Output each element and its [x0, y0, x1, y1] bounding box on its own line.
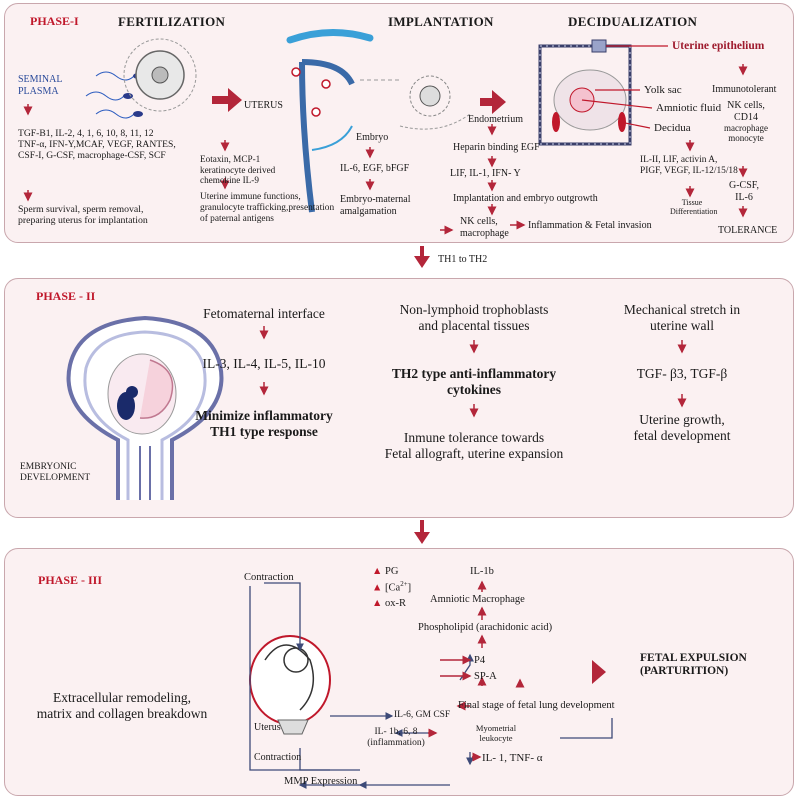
amniotic-fluid-label: Amniotic fluid: [656, 102, 722, 114]
embryo-implant-icon: [360, 75, 471, 130]
phase3-blue-lines: [249, 582, 613, 789]
phase1-label: PHASE-I: [30, 14, 79, 28]
phospholipid-label: Phospholipid (arachidonic acid): [418, 622, 553, 633]
fetomaternal-cytokines: IL-3, IL-4, IL-5, IL-10: [202, 356, 326, 371]
sp-a-label: SP-A: [474, 671, 497, 682]
phase2-arrows: [259, 326, 687, 418]
lif-label: LIF, IL-1, IFN- Y: [450, 168, 521, 179]
il6-gmcsf-label: IL-6, GM CSF: [394, 710, 451, 720]
pg-label: ▲ PG: [372, 566, 399, 577]
phase1-arrow-1: [212, 88, 242, 112]
fertilization-heading: FERTILIZATION: [118, 14, 226, 29]
uterus-factors: Eotaxin, MCP-1 keratinocyte derived chem…: [200, 154, 276, 186]
stretch-title: Mechanical stretch in uterine wall: [623, 302, 741, 333]
endometrium-label: Endometrium: [468, 114, 523, 125]
mmp-expression-label: MMP Expression: [284, 776, 358, 787]
p4-label: P4: [474, 655, 486, 666]
decidua-structure-icon: [538, 39, 668, 146]
phase1-small-arrows: [23, 64, 748, 235]
nk-cells-list: NK cells, CD14 macrophage monocyte: [724, 100, 768, 144]
extracellular-remodeling-label: Extracellular remodeling, matrix and col…: [36, 690, 208, 721]
phase3-red-arrows: [428, 580, 525, 762]
phase3-panel: [4, 548, 794, 796]
seminal-plasma-label: SEMINAL PLASMA: [18, 74, 63, 97]
nk-macrophage-label: NK cells, macrophage: [460, 216, 509, 239]
uterus-label: UTERUS: [244, 100, 283, 111]
uterus-functions: Uterine immune functions, granulocyte tr…: [200, 192, 335, 224]
fetomaternal-result: Minimize inflammatory TH1 type response: [195, 408, 333, 439]
tissue-differentiation-label: Tissue Differentiation: [670, 198, 718, 217]
embryo-uterus-icon: [66, 315, 224, 500]
embryo-factors: IL-6, EGF, bFGF: [340, 163, 410, 174]
decidua-label: Decidua: [654, 122, 691, 134]
inflammation-label: Inflammation & Fetal invasion: [528, 220, 652, 231]
stretch-result: Uterine growth, fetal development: [633, 412, 731, 443]
transition-arrow-1: [414, 246, 430, 268]
uterine-epithelium-label: Uterine epithelium: [672, 40, 765, 52]
contraction-bottom-label: Contraction: [254, 752, 302, 763]
egg-cell-icon: [123, 38, 197, 112]
il-1b-label: IL-1b: [470, 566, 494, 577]
phase3-expulsion-arrow: [592, 660, 606, 684]
embryonic-development-label: EMBRYONIC DEVELOPMENT: [20, 462, 91, 483]
trophoblast-result: Inmune tolerance towards Fetal allograft…: [384, 430, 564, 461]
immunotolerant-label: Immunotolerant: [712, 84, 777, 95]
uterus-p3-label: Uterus: [254, 722, 281, 733]
uterus-tube-icon: [286, 29, 374, 213]
labor-uterus-icon: [249, 635, 331, 735]
outgrowth-label: Implantation and embryo outgrowth: [453, 193, 598, 204]
embryo-label: Embryo: [356, 132, 389, 143]
decidua-factors: IL-II, LIF, activin A, PIGF, VEGF, IL-12…: [640, 155, 738, 176]
yolk-sac-label: Yolk sac: [644, 84, 682, 96]
amalgamation-label: Embryo-maternal amalgamation: [340, 194, 411, 217]
amniotic-macrophage-label: Amniotic Macrophage: [430, 594, 525, 605]
myometrial-leukocyte-label: Myometrial leukocyte: [475, 723, 517, 743]
fertilization-cytokines: TGF-B1, IL-2, 4, 1, 6, 10, 8, 11, 12 TNF…: [18, 128, 176, 162]
implantation-heading: IMPLANTATION: [388, 14, 494, 29]
ox-r-label: ▲ ox-R: [372, 598, 407, 609]
fetomaternal-title: Fetomaternal interface: [203, 306, 325, 321]
fetal-expulsion-label: FETAL EXPULSION (PARTURITION): [640, 652, 747, 678]
trophoblast-title: Non-lymphoid trophoblasts and placental …: [399, 302, 549, 333]
phase1-panel: [4, 3, 794, 243]
calcium-label: ▲ [Ca2+]: [372, 580, 412, 594]
final-stage-label: Final stage of fetal lung development: [458, 700, 615, 711]
transition-arrow-2: [414, 520, 430, 544]
phase1-arrow-2: [480, 90, 506, 114]
contraction-top-label: Contraction: [244, 572, 294, 583]
tolerance-label: TOLERANCE: [718, 225, 778, 236]
phase2-label: PHASE - II: [36, 289, 96, 303]
phase3-label: PHASE - III: [38, 573, 103, 587]
stretch-cytokines: TGF- β3, TGF-β: [636, 366, 728, 381]
il1b-6-8-label: IL- 1b, 6, 8 (inflammation): [367, 727, 425, 748]
il1-tnf-label: IL- 1, TNF- α: [482, 752, 543, 764]
trophoblast-cytokines: TH2 type anti-inflammatory cytokines: [391, 366, 557, 397]
sperm-icons: [85, 71, 143, 119]
decidualization-heading: DECIDUALIZATION: [568, 14, 698, 29]
th1-to-th2-label: TH1 to TH2: [438, 254, 488, 265]
fertilization-outcome: Sperm survival, sperm removal, preparing…: [18, 204, 148, 227]
heparin-label: Heparin binding EGF: [453, 142, 540, 153]
gcsf-label: G-CSF, IL-6: [728, 180, 760, 203]
